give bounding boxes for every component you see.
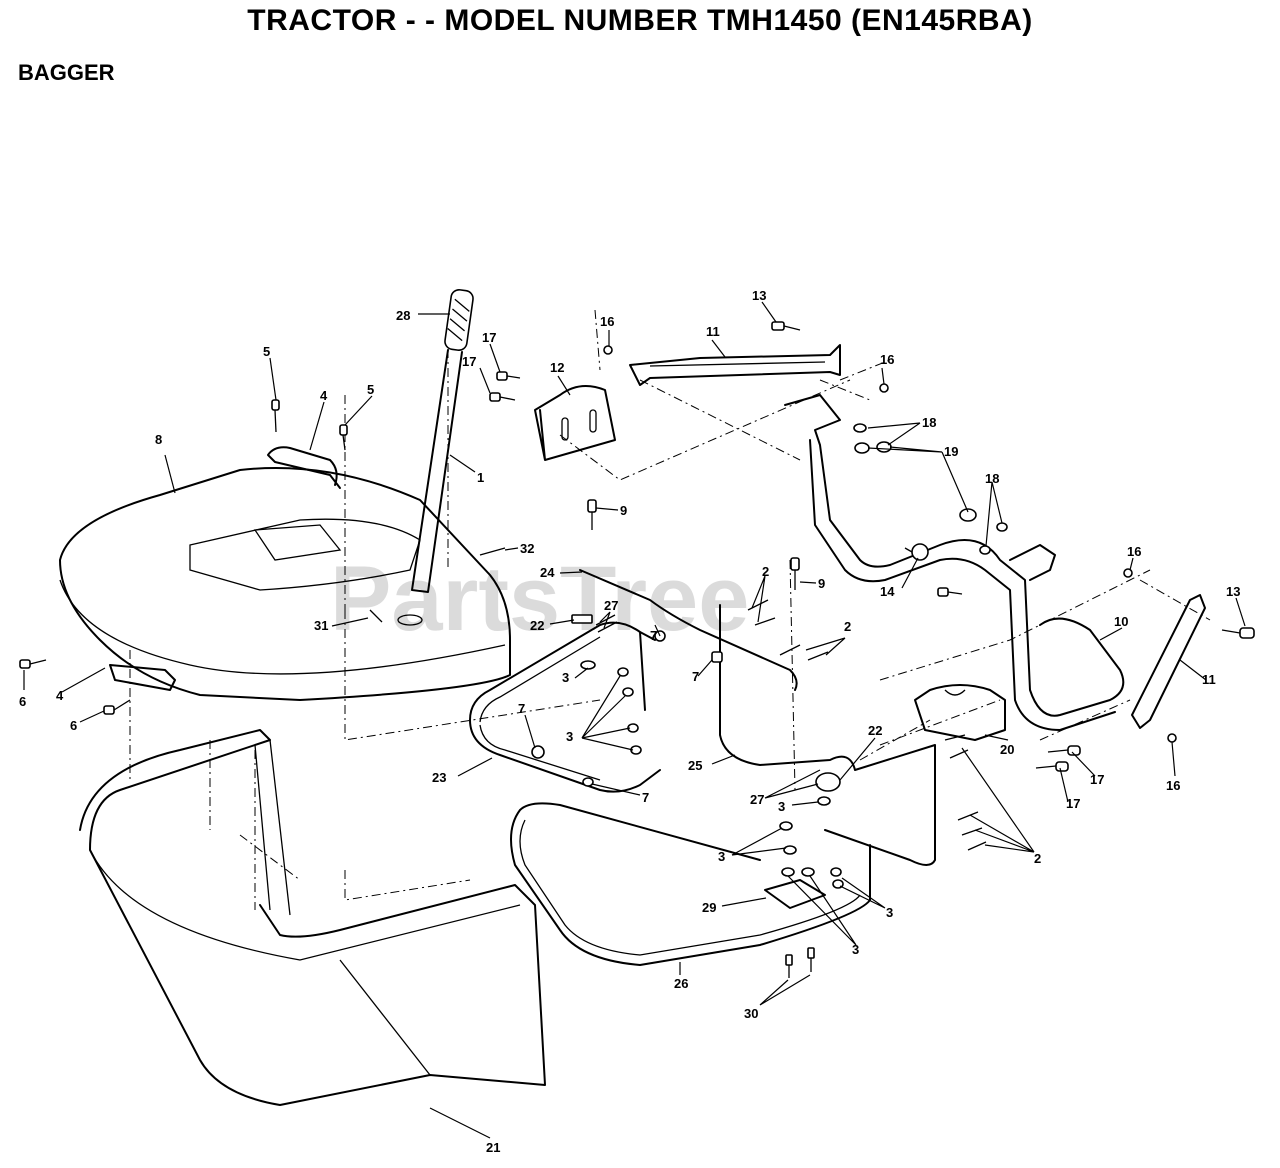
grip-part-28 xyxy=(444,288,474,352)
callout-14: 14 xyxy=(880,584,895,599)
bag-part-21 xyxy=(79,729,546,1106)
callout-17: 17 xyxy=(482,330,496,345)
callout-23: 23 xyxy=(432,770,446,785)
tube-part-1 xyxy=(411,349,463,593)
callout-18: 18 xyxy=(922,415,936,430)
frame-part-26 xyxy=(510,802,871,966)
callout-9: 9 xyxy=(818,576,825,591)
leader-lines xyxy=(23,301,1246,1139)
rod-part-24 xyxy=(579,569,798,691)
callout-3: 3 xyxy=(852,942,859,957)
callout-11: 11 xyxy=(1202,672,1216,687)
callout-21: 21 xyxy=(486,1140,500,1155)
callout-3: 3 xyxy=(778,799,785,814)
callout-3: 3 xyxy=(562,670,569,685)
frame-part-23-inner xyxy=(479,636,601,781)
callout-3: 3 xyxy=(566,729,573,744)
callout-6: 6 xyxy=(70,718,77,733)
callout-5: 5 xyxy=(263,344,270,359)
callout-16: 16 xyxy=(600,314,614,329)
bracket-part-12 xyxy=(534,385,616,461)
bracket-part-20 xyxy=(914,684,1006,741)
callout-9: 9 xyxy=(620,503,627,518)
bracket-part-11-top xyxy=(629,344,841,386)
top-cover-part-8 xyxy=(59,467,511,701)
callout-17: 17 xyxy=(462,354,476,369)
callout-20: 20 xyxy=(1000,742,1014,757)
callout-16: 16 xyxy=(1127,544,1141,559)
callout-27: 27 xyxy=(750,792,764,807)
watermark-text: PartsTree xyxy=(330,548,749,650)
callout-13: 13 xyxy=(752,288,766,303)
callout-17: 17 xyxy=(1066,796,1080,811)
part-callouts: 28 13 16 11 17 17 12 16 5 4 5 18 8 1 19 … xyxy=(19,288,1240,1155)
callout-4: 4 xyxy=(320,388,328,403)
callout-29: 29 xyxy=(702,900,716,915)
callout-2: 2 xyxy=(1034,851,1041,866)
callout-22: 22 xyxy=(868,723,882,738)
callout-7: 7 xyxy=(692,669,699,684)
callout-7: 7 xyxy=(642,790,649,805)
page-title: TRACTOR - - MODEL NUMBER TMH1450 (EN145R… xyxy=(247,4,1033,37)
callout-2: 2 xyxy=(844,619,851,634)
callout-2: 2 xyxy=(762,564,769,579)
assembly-lines xyxy=(129,309,1211,910)
callout-25: 25 xyxy=(688,758,702,773)
callout-17: 17 xyxy=(1090,772,1104,787)
callout-30: 30 xyxy=(744,1006,758,1021)
callout-3: 3 xyxy=(886,905,893,920)
callout-18: 18 xyxy=(985,471,999,486)
callout-11: 11 xyxy=(706,324,720,339)
callout-10: 10 xyxy=(1114,614,1128,629)
main-frame-part-10 xyxy=(784,394,1125,731)
callout-19: 19 xyxy=(944,444,958,459)
handle-part-4-top xyxy=(267,446,341,489)
callout-7: 7 xyxy=(518,701,525,716)
callout-12: 12 xyxy=(550,360,564,375)
callout-16: 16 xyxy=(1166,778,1180,793)
callout-3: 3 xyxy=(718,849,725,864)
callout-13: 13 xyxy=(1226,584,1240,599)
callout-4: 4 xyxy=(56,688,64,703)
section-title: BAGGER xyxy=(18,60,115,85)
callout-5: 5 xyxy=(367,382,374,397)
callout-7: 7 xyxy=(650,628,657,643)
callout-6: 6 xyxy=(19,694,26,709)
frame-part-23 xyxy=(469,621,661,793)
callout-22: 22 xyxy=(530,618,544,633)
hardware xyxy=(19,321,1255,978)
callout-31: 31 xyxy=(314,618,328,633)
callout-26: 26 xyxy=(674,976,688,991)
callout-27: 27 xyxy=(604,598,618,613)
callout-32: 32 xyxy=(520,541,534,556)
plate-part-29 xyxy=(764,879,826,909)
callout-8: 8 xyxy=(155,432,162,447)
callout-28: 28 xyxy=(396,308,410,323)
callout-1: 1 xyxy=(477,470,484,485)
frame-part-25 xyxy=(719,604,936,866)
bracket-part-11-right xyxy=(1131,594,1206,729)
callout-16: 16 xyxy=(880,352,894,367)
callout-24: 24 xyxy=(540,565,555,580)
handle-part-4-rear xyxy=(109,664,176,691)
